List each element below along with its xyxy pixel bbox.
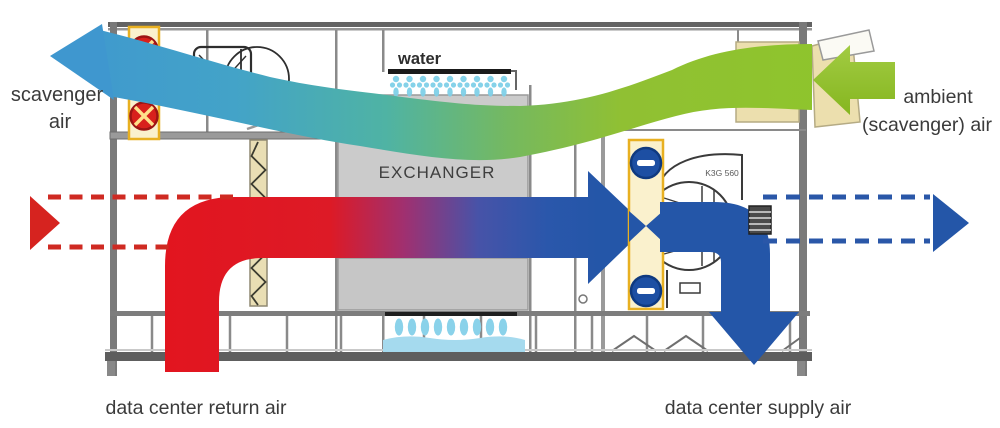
right-wall xyxy=(799,22,807,376)
return-air-arrow xyxy=(165,171,647,372)
basin-header xyxy=(385,312,517,316)
damper-flow-pinch-icon xyxy=(629,211,663,242)
spray-pipe-elbow xyxy=(511,70,517,90)
scavenger-air-label-line1: scavenger xyxy=(11,84,104,106)
right-foot xyxy=(797,361,805,376)
supply-air-dashed-flow xyxy=(763,194,969,252)
drain-port-icon xyxy=(578,294,588,304)
exchanger-lower-block xyxy=(337,257,529,311)
spray-droplets-icon xyxy=(389,75,511,97)
closed-damper-icon xyxy=(129,101,159,131)
bottom-beam xyxy=(105,352,812,361)
return-air-label: data center return air xyxy=(105,397,287,419)
fan-model-label: K3G 560 xyxy=(705,168,739,178)
scavenger-airflow-band xyxy=(100,30,812,161)
open-damper-icon xyxy=(629,146,663,180)
left-foot xyxy=(107,361,115,376)
supply-air-label: data center supply air xyxy=(665,397,852,419)
water-label: water xyxy=(397,50,442,68)
supply-dashed-arrowhead xyxy=(933,194,969,252)
louver-post xyxy=(737,30,739,44)
wall-b-bottom xyxy=(382,312,385,352)
spray-pipe xyxy=(388,69,511,74)
basin-droplets-icon xyxy=(394,318,508,336)
basin-water xyxy=(383,336,525,352)
water-basin xyxy=(383,312,525,352)
top-beam-inner xyxy=(108,28,812,31)
exchanger-label: EXCHANGER xyxy=(379,163,496,182)
labels: scavenger air ambient (scavenger) air da… xyxy=(11,84,993,419)
intake-flap-open xyxy=(817,29,875,61)
floor-truss xyxy=(611,334,801,352)
water-spray-top: water xyxy=(388,50,517,97)
open-damper-icon xyxy=(629,274,663,308)
ambient-air-arrow xyxy=(813,45,895,115)
return-air-dashed-flow xyxy=(30,194,237,250)
ambient-air-label-line1: ambient xyxy=(903,86,973,108)
wall-b-top xyxy=(382,30,385,72)
return-dashed-arrowhead xyxy=(30,196,60,250)
top-beam xyxy=(108,22,812,27)
scavenger-air-arrowhead xyxy=(50,24,114,100)
scavenger-air-label-line2: air xyxy=(49,111,72,133)
ambient-air-label-line2: (scavenger) air xyxy=(862,114,993,136)
wall-a xyxy=(335,30,338,352)
fan-motor-block xyxy=(748,205,772,235)
